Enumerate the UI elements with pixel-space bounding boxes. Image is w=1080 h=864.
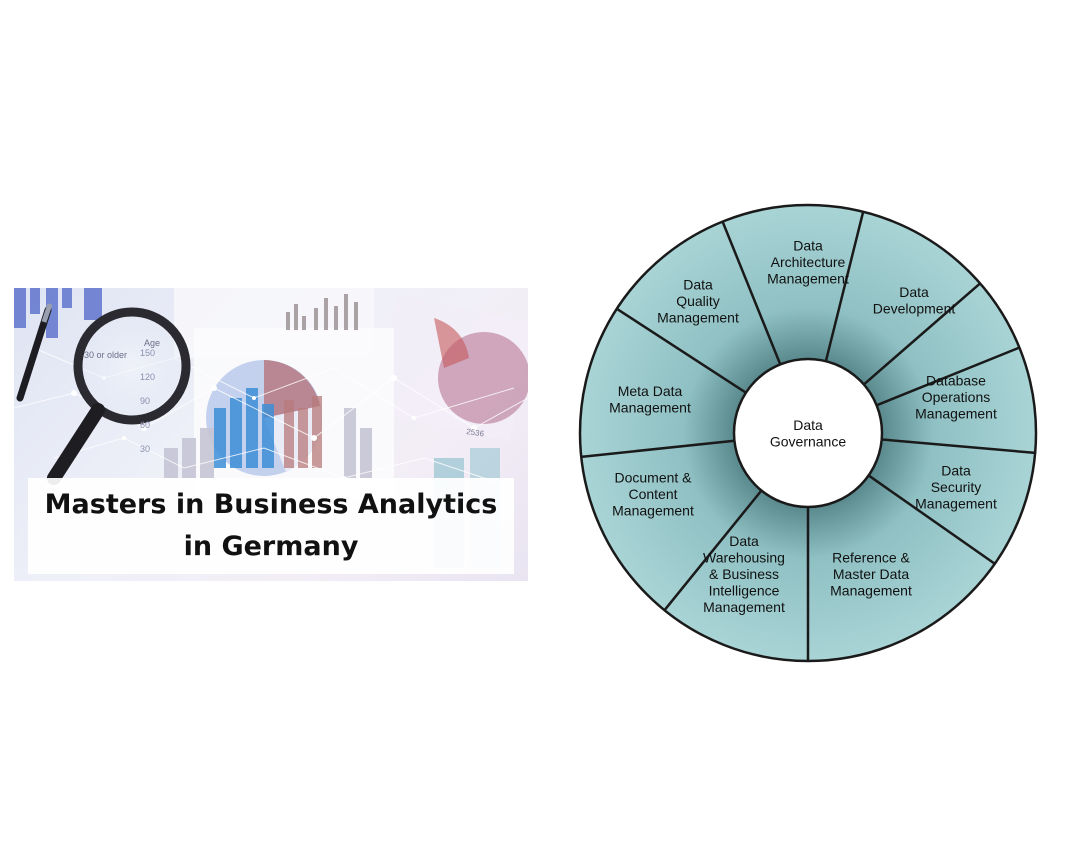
blue-bars-top-left (14, 288, 102, 338)
wheel-segment-labels: DataArchitectureManagementDataDevelopmen… (609, 238, 997, 616)
wheel-segment-label-line: Management (703, 599, 785, 615)
photo-axis-tick: 150 (140, 348, 155, 358)
wheel-segment-label-line: Management (767, 271, 849, 287)
wheel-divider-line (867, 474, 996, 565)
wheel-segment-label-line: Architecture (771, 254, 846, 270)
wheel-diagram: DataArchitectureManagementDataDevelopmen… (578, 203, 1038, 663)
wheel-segment-label-line: Security (931, 479, 982, 495)
paper-bar-chart (286, 294, 358, 330)
wheel-divider-line (581, 439, 735, 459)
wheel-segment-label-line: Reference & (832, 550, 910, 566)
wheel-segment-label-line: Quality (676, 293, 720, 309)
wheel-divider-line (876, 346, 1020, 407)
photo-axis-tick: 30 (140, 444, 150, 454)
wheel-segment-label-line: Operations (922, 389, 990, 405)
banner-title-line-2: in Germany (183, 531, 359, 562)
wheel-segment-label-line: Intelligence (709, 583, 780, 599)
wheel-segment-label-line: Development (873, 300, 956, 316)
banner-title-box: Masters in Business Analytics in Germany (28, 478, 514, 574)
wheel-segment-label-line: Content (628, 486, 677, 502)
wheel-segment-label-line: Warehousing (703, 550, 785, 566)
banner-background-photo: Age 30 or older 150 120 90 60 30 2536 (14, 288, 528, 568)
photo-axis-tick: 90 (140, 396, 150, 406)
banner-image: Age 30 or older 150 120 90 60 30 2536 Ma… (14, 288, 528, 581)
wheel-segment-label-line: Data (683, 277, 713, 293)
red-shape (434, 318, 469, 368)
banner-title-line-1: Masters in Business Analytics (44, 489, 498, 520)
pie-overlay-bars-red (284, 396, 322, 468)
wheel-divider-line (663, 489, 763, 611)
photo-paper-number: 2536 (466, 427, 485, 438)
wheel-segment-label-line: Management (915, 496, 997, 512)
wheel-segment-label-line: Management (657, 310, 739, 326)
wheel-divider-line (721, 221, 782, 365)
wheel-segment-label-line: & Business (709, 566, 779, 582)
wheel-center-label-line: Data (793, 417, 823, 433)
wheel-segment-label-line: Database (926, 373, 986, 389)
wheel-divider-line (863, 282, 981, 386)
wheel-segment-label-line: Data (899, 284, 929, 300)
network-nodes (71, 375, 477, 480)
photo-age-label: Age (144, 338, 160, 348)
pen-graphic (16, 303, 53, 402)
magnifying-glass-graphic: Age 30 or older (47, 307, 191, 485)
photo-axis-ticks: 150 120 90 60 30 (140, 348, 155, 454)
wheel-segment-label-line: Master Data (833, 566, 909, 582)
wheel-segment-label-line: Data (729, 533, 759, 549)
wheel-dividers (581, 211, 1036, 661)
wheel-divider-line (824, 211, 865, 362)
photo-age-option: 30 or older (84, 350, 127, 360)
wheel-segment-label-line: Management (612, 503, 694, 519)
wheel-segment-label-line: Data (941, 463, 971, 479)
wheel-segment-label-line: Management (915, 406, 997, 422)
photo-axis-tick: 60 (140, 420, 150, 430)
wheel-divider-line (616, 307, 747, 394)
wheel-segment-label-line: Document & (614, 470, 692, 486)
photo-axis-tick: 120 (140, 372, 155, 382)
wheel-segment-label-line: Management (830, 583, 912, 599)
wheel-center-label-line: Governance (770, 433, 846, 449)
wheel-segment-label-line: Management (609, 399, 691, 415)
wheel-divider-line (881, 438, 1036, 455)
wheel-segment-label-line: Meta Data (618, 383, 683, 399)
wheel-center-circle (732, 357, 884, 509)
wheel-segment-label-line: Data (793, 238, 823, 254)
